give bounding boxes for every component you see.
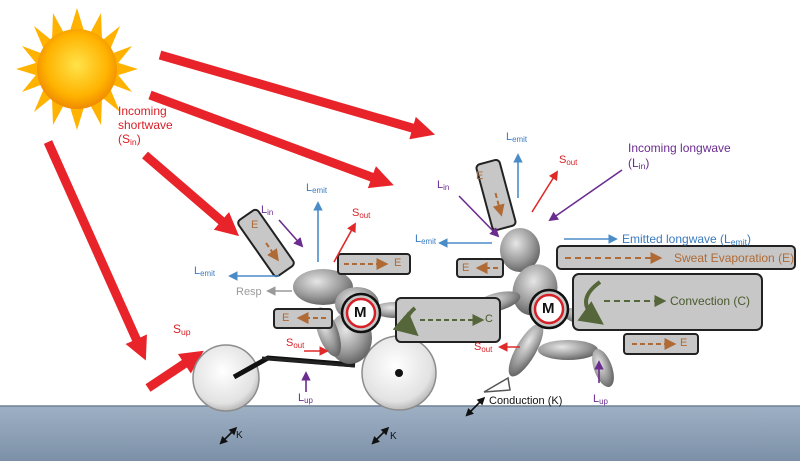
emitted-longwave-sub: emit bbox=[730, 237, 748, 248]
k-rear-wheel: K bbox=[236, 430, 243, 441]
cyclist-flux-arrows bbox=[228, 201, 356, 392]
l-in-symbol: (Lin) bbox=[628, 156, 731, 174]
s-in-symbol: (Sin) bbox=[118, 132, 173, 149]
emitted-longwave-close: ) bbox=[747, 232, 752, 246]
cyclist-s-out-sub: out bbox=[359, 210, 371, 220]
cyclist-l-up-sub: up bbox=[304, 395, 313, 405]
s-in-sub: in bbox=[130, 137, 137, 148]
runner-l-emit-top-sub: emit bbox=[512, 134, 528, 144]
conduction-label: Conduction (K) bbox=[489, 395, 563, 407]
rear-wheel bbox=[192, 344, 260, 412]
sweat-box-cyclist-tilted bbox=[237, 208, 295, 278]
shortwave-arrows bbox=[43, 50, 435, 392]
s-up-s: S bbox=[173, 322, 182, 336]
runner-l-up-l: L bbox=[593, 393, 600, 405]
l-in-paren-text: (L bbox=[628, 156, 639, 170]
cyclist-s-out: Sout bbox=[352, 208, 370, 220]
incoming-shortwave-line1: Incoming bbox=[118, 104, 167, 118]
resp-label: Resp bbox=[236, 286, 262, 298]
s-up-sub: up bbox=[181, 327, 191, 338]
s-in-text: (S bbox=[118, 132, 130, 146]
cyclist-l-emit-left-l: L bbox=[194, 265, 201, 277]
convection-label: Convection (C) bbox=[670, 294, 751, 308]
runner-s-out-sub: out bbox=[566, 157, 578, 167]
sweat-box-cyclist-back bbox=[337, 253, 411, 275]
incoming-longwave-label: Incoming longwave (Lin) bbox=[628, 141, 731, 174]
sweat-evaporation-label: Sweat Evaporation (E) bbox=[674, 251, 795, 265]
runner-l-emit-top: Lemit bbox=[506, 132, 527, 144]
runner-flux-arrows bbox=[438, 153, 623, 383]
convection-box-runner bbox=[572, 273, 763, 331]
runner-s-out-lower-s: S bbox=[474, 341, 482, 353]
box-e-cyclist-back: E bbox=[394, 257, 402, 269]
runner-l-in-l: L bbox=[437, 179, 444, 191]
box-e-cyclist-left: E bbox=[282, 312, 290, 324]
cyclist-l-up: Lup bbox=[298, 393, 313, 405]
incoming-longwave-line1: Incoming longwave bbox=[628, 141, 731, 155]
cyclist-s-out-lower-sub: out bbox=[293, 340, 305, 350]
cyclist-l-in-sub: in bbox=[267, 207, 274, 217]
s-in-close: ) bbox=[136, 132, 141, 146]
runner-s-out-lower-sub: out bbox=[481, 344, 493, 354]
l-in-paren-sub: in bbox=[638, 161, 646, 172]
runner-l-up: Lup bbox=[593, 394, 608, 406]
box-e-cyclist-tilted: E bbox=[251, 219, 259, 231]
runner-l-in-sub: in bbox=[443, 182, 450, 192]
metabolism-cyclist bbox=[340, 292, 382, 334]
cyclist-s-out-lower-s: S bbox=[286, 337, 294, 349]
m-cyclist: M bbox=[354, 304, 367, 321]
conduction-arrows bbox=[219, 396, 486, 445]
incoming-shortwave-label: Incoming shortwave (Sin) bbox=[118, 104, 173, 149]
runner-l-emit-top-l: L bbox=[506, 131, 513, 143]
box-e-runner-tilted: E bbox=[476, 170, 484, 182]
cyclist-l-in-l: L bbox=[261, 204, 268, 216]
runner-l-emit-left-sub: emit bbox=[421, 236, 437, 246]
m-runner: M bbox=[542, 300, 555, 317]
cyclist-l-emit-left-sub: emit bbox=[200, 268, 216, 278]
runner-l-emit-left: Lemit bbox=[415, 234, 436, 246]
incoming-shortwave-line2: shortwave bbox=[118, 118, 173, 132]
cyclist-s-out-s: S bbox=[352, 207, 360, 219]
box-e-runner-left: E bbox=[462, 262, 470, 274]
cyclist-l-emit-top-sub: emit bbox=[312, 185, 328, 195]
cyclist-l-emit-top: Lemit bbox=[306, 183, 327, 195]
cyclist-s-out-lower: Sout bbox=[286, 338, 304, 350]
ground bbox=[0, 406, 800, 461]
runner-s-out-lower: Sout bbox=[474, 342, 492, 354]
sun-icon bbox=[16, 8, 138, 130]
runner-l-up-sub: up bbox=[599, 396, 608, 406]
cyclist-l-in: Lin bbox=[261, 205, 273, 217]
runner-l-in: Lin bbox=[437, 180, 449, 192]
runner-l-emit-left-l: L bbox=[415, 233, 422, 245]
runner-s-out: Sout bbox=[559, 155, 577, 167]
runner-s-out-s: S bbox=[559, 154, 567, 166]
box-c-cyclist: C bbox=[485, 313, 493, 325]
l-in-paren-close: ) bbox=[645, 156, 650, 170]
cyclist-l-emit-left: Lemit bbox=[194, 266, 215, 278]
cyclist-l-up-l: L bbox=[298, 392, 305, 404]
emitted-longwave-text: Emitted longwave (L bbox=[622, 232, 731, 246]
cyclist-l-emit-top-l: L bbox=[306, 182, 313, 194]
sweat-evaporation-box bbox=[556, 245, 796, 270]
s-up-label: Sup bbox=[173, 323, 191, 337]
sweat-box-runner-tilted bbox=[475, 158, 517, 232]
emitted-longwave-label: Emitted longwave (Lemit) bbox=[622, 233, 751, 247]
k-front-wheel: K bbox=[390, 431, 397, 442]
metabolism-runner bbox=[528, 288, 570, 330]
box-e-runner-foot: E bbox=[680, 337, 688, 349]
